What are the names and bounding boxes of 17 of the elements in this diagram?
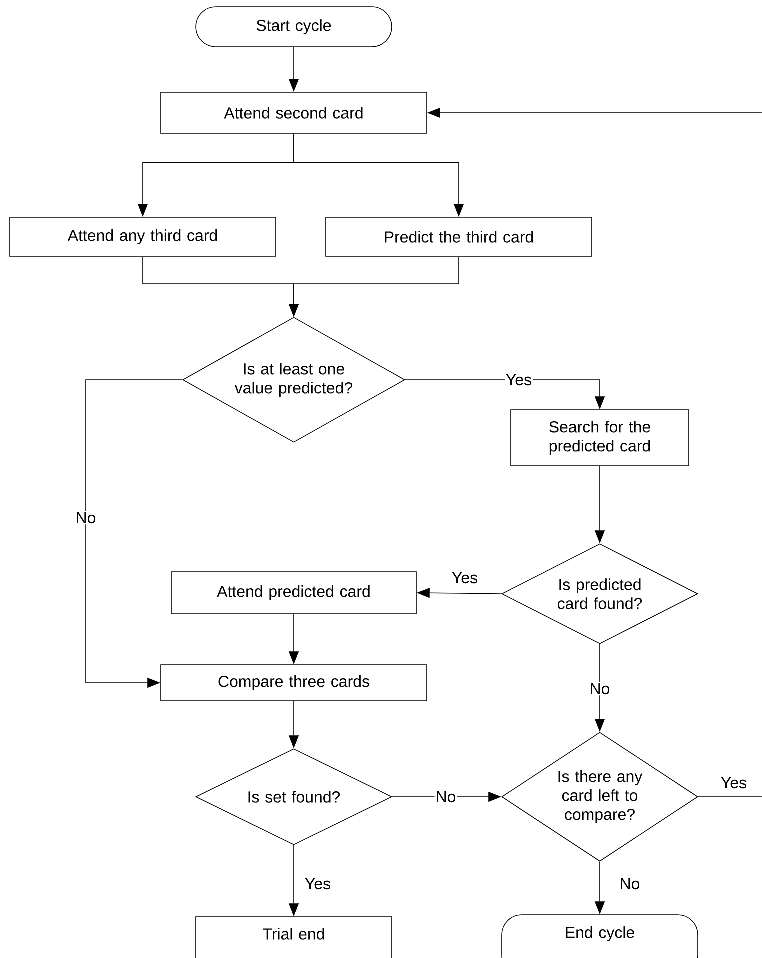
process-box: Attend predicted card xyxy=(171,572,417,614)
edge-label: No xyxy=(74,511,98,525)
terminal-box: Start cycle xyxy=(196,6,392,48)
edge-label: Yes xyxy=(721,777,746,789)
edge-label: No xyxy=(621,878,640,890)
edge-label: Yes xyxy=(452,572,478,584)
process-box: Search for the predicted card xyxy=(510,410,690,466)
process-box: Attend second card xyxy=(160,92,428,134)
process-box: Attend any third card xyxy=(10,217,276,257)
terminal-box: End cycle xyxy=(502,914,698,958)
process-box: Predict the third card xyxy=(326,217,592,257)
edge-label: No xyxy=(434,790,458,804)
process-box: Trial end xyxy=(196,916,392,958)
edge-label: No xyxy=(588,682,612,696)
edge-label: Yes xyxy=(305,878,330,890)
process-box: Compare three cards xyxy=(160,664,428,702)
edge-label: Yes xyxy=(504,373,534,387)
